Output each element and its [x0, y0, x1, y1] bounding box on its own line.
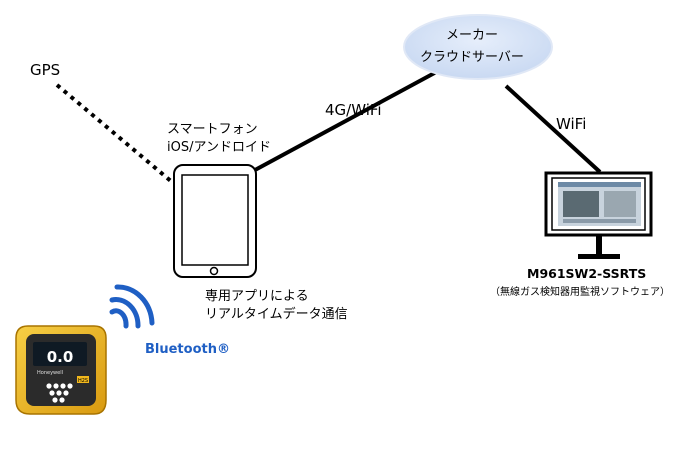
smartphone-icon — [173, 164, 257, 278]
cloud-to-monitor-link — [504, 84, 602, 174]
monitor-model-label: M961SW2-SSRTS — [527, 266, 647, 281]
bluetooth-waves-icon — [109, 284, 155, 329]
bluetooth-label: Bluetooth® — [145, 342, 230, 357]
phone-to-cloud-link — [254, 68, 441, 172]
cloud-server-ellipse — [403, 14, 553, 80]
monitor-description-label: （無線ガス検知器用監視ソフトウェア） — [490, 287, 670, 298]
monitor-icon — [544, 171, 653, 259]
gps-link-dotted — [55, 83, 174, 184]
gas-detector-icon: 0.0 Honeywell H2S — [15, 325, 107, 415]
app-description-line1: 専用アプリによる — [205, 289, 309, 304]
detector-gas: H2S — [78, 378, 88, 384]
detector-reading: 0.0 — [47, 348, 74, 366]
cloud-server-label-line1: メーカー — [446, 28, 499, 43]
app-description-line2: リアルタイムデータ通信 — [205, 307, 348, 322]
cloud-server-label-line2: クラウドサーバー — [420, 50, 524, 65]
detector-brand: Honeywell — [37, 370, 63, 376]
gps-label: GPS — [30, 61, 61, 79]
smartphone-label-line1: スマートフォン — [167, 122, 258, 137]
link-4g-wifi-label: 4G/WiFi — [325, 101, 382, 119]
smartphone-label-line2: iOS/アンドロイド — [167, 140, 271, 155]
link-wifi-label: WiFi — [556, 115, 587, 133]
